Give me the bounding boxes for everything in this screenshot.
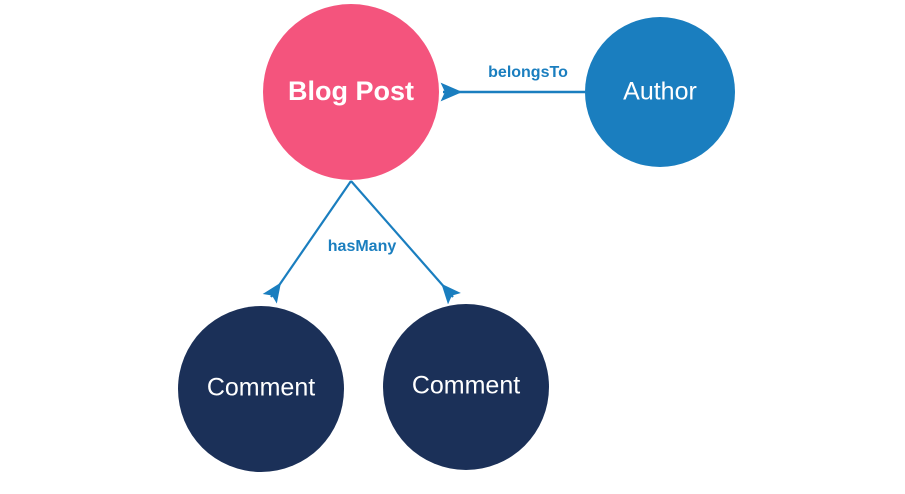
node-comment-right-label: Comment	[412, 372, 520, 400]
node-author-circle	[585, 17, 735, 167]
node-comment-right[interactable]: Comment	[383, 304, 549, 470]
edge-has-many-left-line	[262, 180, 352, 304]
edge-label-belongs-to: belongsTo	[488, 64, 568, 81]
node-comment-right-circle	[383, 304, 549, 470]
node-blog-post[interactable]: Blog Post	[263, 4, 439, 180]
node-author-label: Author	[623, 78, 697, 106]
node-author[interactable]: Author	[585, 17, 735, 167]
node-comment-left-label: Comment	[207, 374, 315, 402]
node-blog-post-circle	[263, 4, 439, 180]
edge-belongs-to[interactable]: belongsTo	[440, 64, 585, 102]
node-comment-left[interactable]: Comment	[178, 306, 344, 472]
edge-has-many-left[interactable]	[262, 180, 352, 304]
edge-label-has-many: hasMany	[328, 238, 397, 255]
node-blog-post-label: Blog Post	[288, 76, 414, 106]
edge-has-many-right[interactable]	[350, 180, 461, 305]
edge-has-many-right-line	[350, 180, 461, 305]
node-comment-left-circle	[178, 306, 344, 472]
